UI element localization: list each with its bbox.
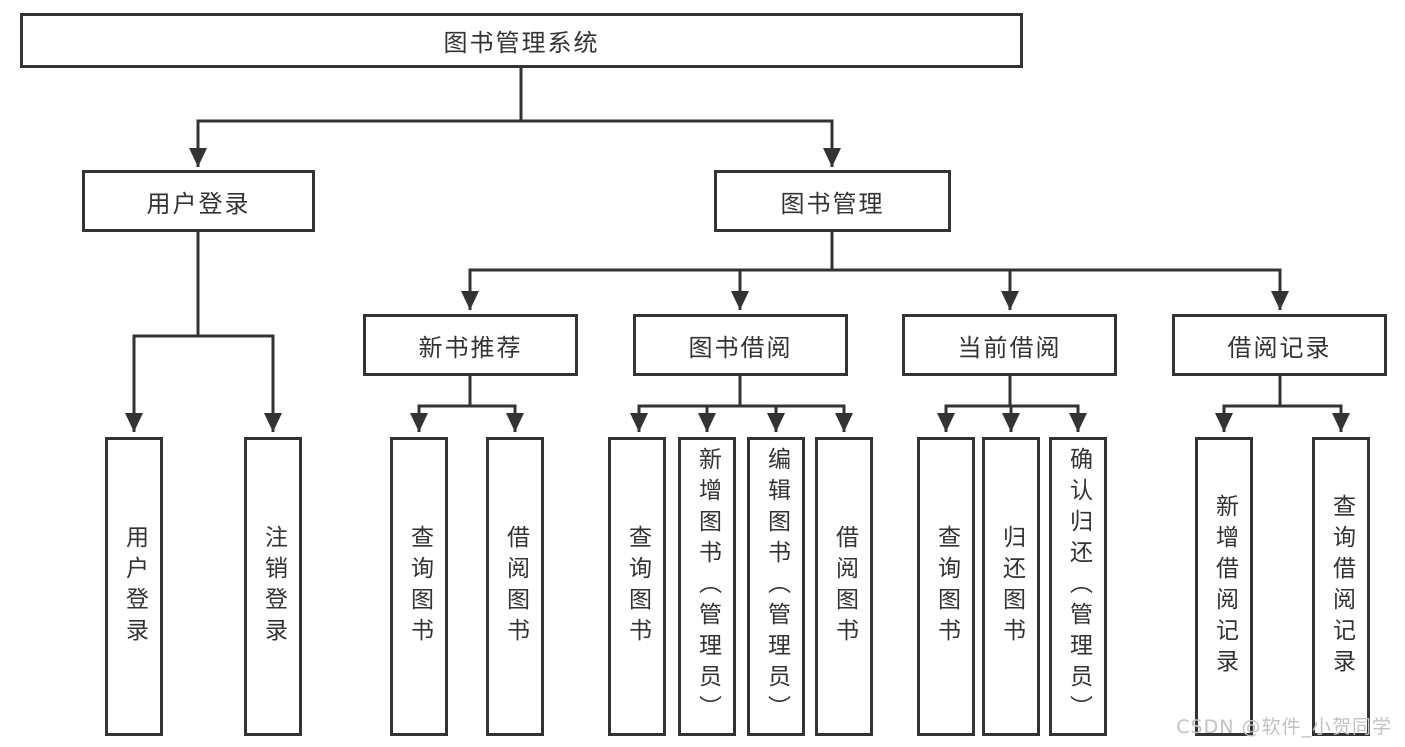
node-new-book-recommend: 新书推荐 bbox=[363, 314, 578, 376]
leaf-borrow-add-books-admin: 新增图书（管理员） bbox=[678, 437, 736, 736]
leaf-borrow-edit-books-admin: 编辑图书（管理员） bbox=[747, 437, 805, 736]
leaf-current-return-books: 归还图书 bbox=[982, 437, 1040, 736]
node-root: 图书管理系统 bbox=[20, 13, 1023, 68]
leaf-borrow-query-books: 查询图书 bbox=[608, 437, 666, 736]
leaf-user-login-label: 用户登录 bbox=[121, 524, 148, 649]
leaf-logout-login-label: 注销登录 bbox=[260, 524, 287, 649]
leaf-current-query-books: 查询图书 bbox=[917, 437, 975, 736]
node-book-borrowing-label: 图书借阅 bbox=[688, 333, 793, 362]
leaf-recommend-query-books: 查询图书 bbox=[390, 437, 448, 736]
leaf-recommend-borrow-books: 借阅图书 bbox=[486, 437, 544, 736]
node-borrowing-records-label: 借阅记录 bbox=[1227, 333, 1332, 362]
leaf-borrow-borrow-books-label: 借阅图书 bbox=[831, 524, 858, 649]
leaf-records-add-borrow-record-label: 新增借阅记录 bbox=[1211, 493, 1238, 680]
node-book-management-label: 图书管理 bbox=[780, 189, 885, 218]
node-user-login-label: 用户登录 bbox=[146, 189, 251, 218]
leaf-recommend-query-books-label: 查询图书 bbox=[406, 524, 433, 649]
leaf-borrow-add-books-admin-label: 新增图书（管理员） bbox=[694, 447, 721, 726]
node-user-login: 用户登录 bbox=[82, 170, 315, 232]
leaf-recommend-borrow-books-label: 借阅图书 bbox=[502, 524, 529, 649]
node-book-borrowing: 图书借阅 bbox=[633, 314, 848, 376]
leaf-current-query-books-label: 查询图书 bbox=[933, 524, 960, 649]
leaf-borrow-edit-books-admin-label: 编辑图书（管理员） bbox=[763, 447, 790, 726]
node-root-label: 图书管理系统 bbox=[443, 29, 600, 57]
leaf-user-login: 用户登录 bbox=[105, 437, 163, 736]
leaf-current-confirm-return-admin: 确认归还（管理员） bbox=[1049, 437, 1107, 736]
node-current-borrowing-label: 当前借阅 bbox=[957, 333, 1062, 362]
leaf-borrow-query-books-label: 查询图书 bbox=[624, 524, 651, 649]
leaf-records-query-borrow-record: 查询借阅记录 bbox=[1312, 437, 1370, 736]
leaf-logout-login: 注销登录 bbox=[244, 437, 302, 736]
node-borrowing-records: 借阅记录 bbox=[1172, 314, 1387, 376]
node-new-book-recommend-label: 新书推荐 bbox=[418, 333, 523, 362]
leaf-records-add-borrow-record: 新增借阅记录 bbox=[1195, 437, 1253, 736]
node-book-management: 图书管理 bbox=[714, 170, 951, 232]
leaf-records-query-borrow-record-label: 查询借阅记录 bbox=[1328, 493, 1355, 680]
csdn-watermark: CSDN @软件_小贺同学 bbox=[1176, 716, 1392, 738]
leaf-current-return-books-label: 归还图书 bbox=[998, 524, 1025, 649]
leaf-current-confirm-return-admin-label: 确认归还（管理员） bbox=[1065, 447, 1092, 726]
leaf-borrow-borrow-books: 借阅图书 bbox=[815, 437, 873, 736]
node-current-borrowing: 当前借阅 bbox=[902, 314, 1117, 376]
